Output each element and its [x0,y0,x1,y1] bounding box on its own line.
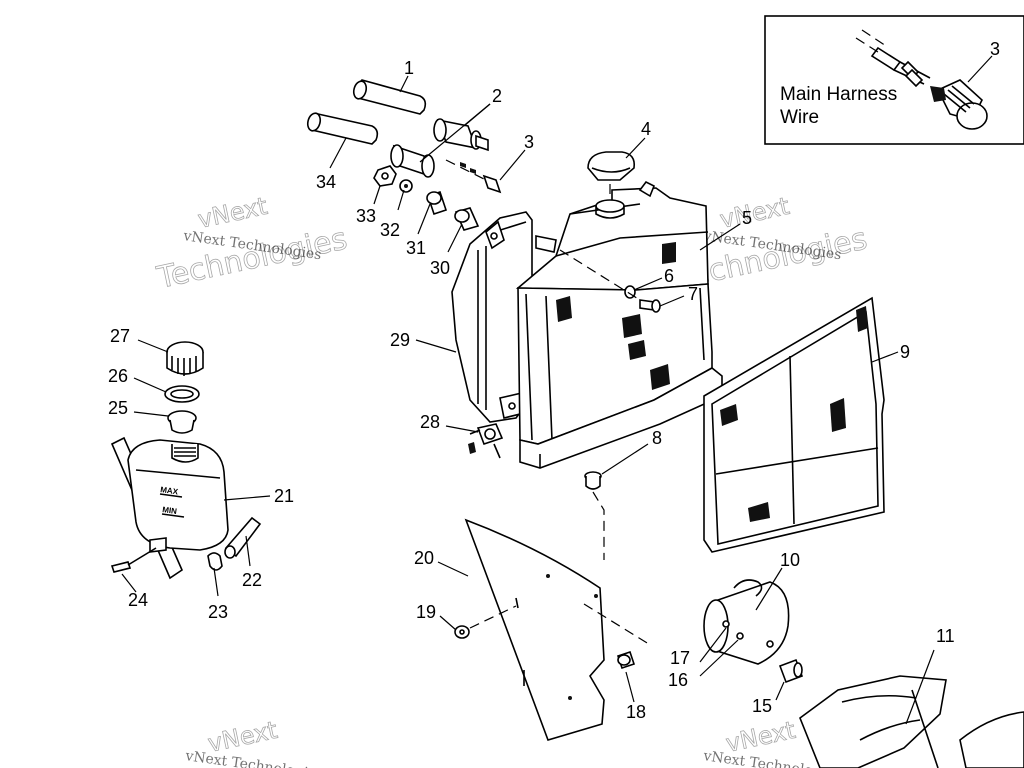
fan-motor [703,579,790,665]
bolt-7 [639,299,661,313]
clamp-23 [207,552,223,571]
inset-frame [764,15,1024,145]
hose-connector-lower [390,144,435,178]
callout-17: 17 [670,648,690,668]
overflow-hose-22 [224,516,262,559]
fan-mount-28 [468,423,504,459]
callout-31: 31 [406,238,426,258]
coolant-cap [166,341,204,376]
lower-radiator-hose [306,112,379,145]
callout-11: 11 [936,626,955,646]
watermark-brand: vNext [195,192,269,234]
nut-19 [454,625,470,639]
callout-24: 24 [128,590,148,610]
callout-8: 8 [652,428,662,448]
callout-19: 19 [416,602,436,622]
callout-1: 1 [404,58,414,78]
radiator-core [515,180,723,469]
callout-6: 6 [664,266,674,286]
fan-blade [799,675,1024,768]
callout-16: 16 [668,670,688,690]
callout-22: 22 [242,570,262,590]
rubber-grommet [584,471,602,490]
washer-32 [399,179,413,193]
callout-26: 26 [108,366,128,386]
temperature-switch-icon [930,79,988,130]
radiator-screen [703,296,885,553]
watermark-text: vNext Technologies [183,748,324,768]
fan-hub-15 [778,658,804,684]
callout-3: 3 [524,132,534,152]
callout-5: 5 [742,208,752,228]
callout-label: 3 [990,39,1000,59]
inset-main-harness: Main Harness Wire 3 [764,15,1024,145]
bushing-30 [454,207,480,231]
hose-connector-upper [433,118,489,152]
min-mark: MIN [162,505,178,516]
callout-29: 29 [390,330,410,350]
nut-33 [373,165,397,187]
coolant-bottle: MAX MIN [110,436,229,580]
seal-25 [167,410,197,434]
inset-caption-line2: Wire [780,107,819,128]
callout-18: 18 [626,702,646,722]
callout-4: 4 [641,119,651,139]
callout-9: 9 [900,342,910,362]
gasket-26 [164,385,200,403]
watermark-bottom-left: vNext vNext Technologies [183,716,324,768]
leader-lines [121,75,935,725]
callout-20: 20 [414,548,434,568]
inset-caption-line1: Main Harness [780,84,897,105]
upper-radiator-hose [352,79,427,115]
watermark-word: Technologies [153,222,350,297]
callout-21: 21 [274,486,294,506]
watermark-brand: vNext [717,192,791,234]
plug-18 [616,650,636,670]
radiator-cap [587,151,636,198]
temperature-switch [445,159,502,194]
spacer-31 [426,190,448,216]
callout-25: 25 [108,398,128,418]
max-mark: MAX [160,485,180,496]
callout-23: 23 [208,602,228,622]
callout-27: 27 [110,326,130,346]
harness-connector-icon [855,29,931,88]
callout-15: 15 [752,696,772,716]
callout-7: 7 [688,284,698,304]
air-baffle-plate [464,518,653,741]
screw-24 [110,547,157,573]
callout-30: 30 [430,258,450,278]
callout-2: 2 [492,86,502,106]
callout-numbers: 1 2 3 4 5 6 7 8 9 10 11 15 16 17 18 19 2… [108,58,955,722]
callout-34: 34 [316,172,336,192]
watermark-top-left: vNext vNext Technologies Technologies [153,192,351,297]
callout-33: 33 [356,206,376,226]
callout-32: 32 [380,220,400,240]
callout-28: 28 [420,412,440,432]
callout-10: 10 [780,550,800,570]
